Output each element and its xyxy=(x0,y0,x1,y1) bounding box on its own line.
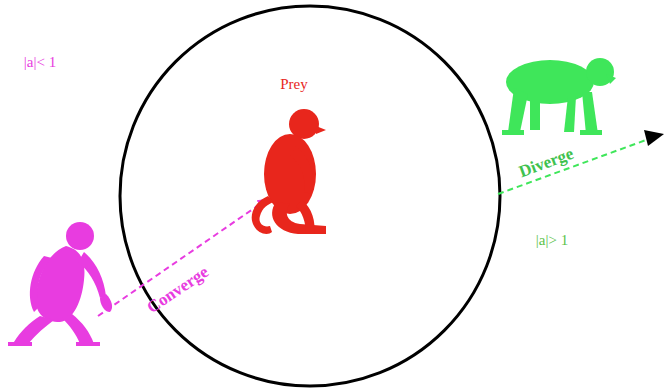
boundary-circle xyxy=(120,6,500,386)
diverge-arrowhead xyxy=(644,130,664,146)
prey-figure: Prey xyxy=(246,76,342,244)
ape-converging xyxy=(8,222,112,346)
converge-label: Converge xyxy=(143,262,212,318)
node-label: Prey xyxy=(246,76,342,93)
monkey-silhouette xyxy=(246,76,342,244)
diverge-arrow xyxy=(498,140,646,194)
ape-diverging xyxy=(502,58,616,135)
threshold-label: |a|< 1 xyxy=(24,54,56,71)
threshold-label: |a|> 1 xyxy=(536,232,568,249)
